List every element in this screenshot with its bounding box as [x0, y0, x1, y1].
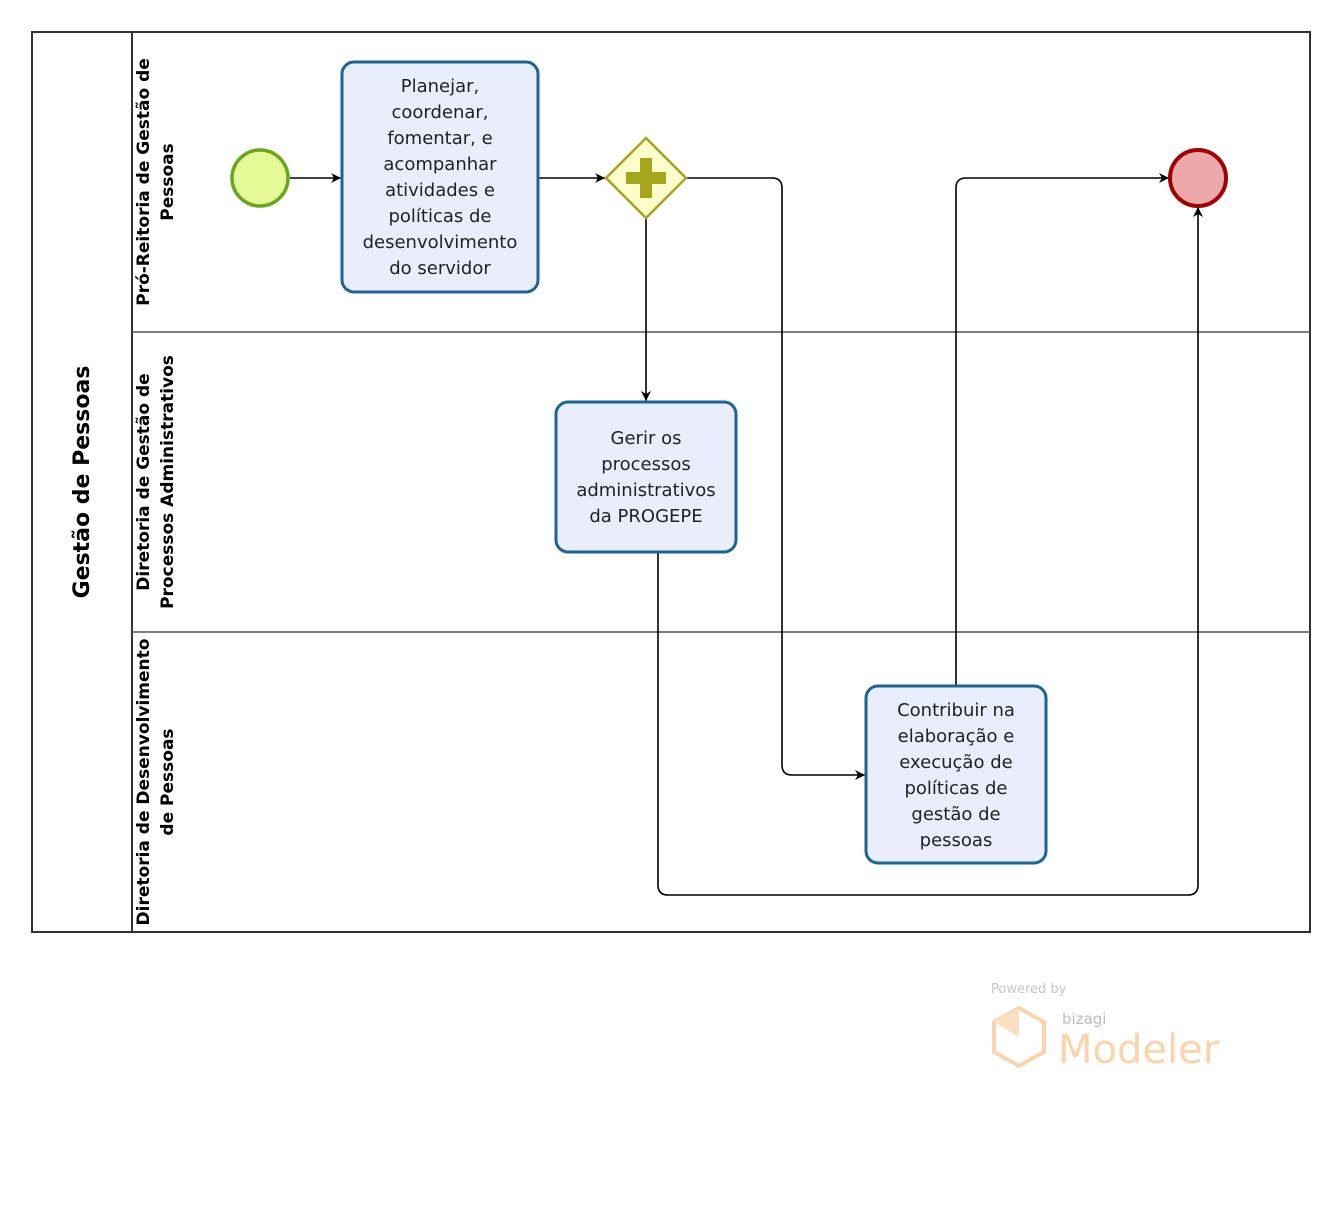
text-line: Pessoas: [158, 143, 178, 221]
text-line: de Pessoas: [158, 728, 178, 835]
text-line: administrativos: [576, 480, 715, 501]
text-line: do servidor: [389, 258, 491, 279]
text-line: desenvolvimento: [363, 232, 518, 253]
text-line: acompanhar: [383, 154, 497, 175]
task-planejar[interactable]: Planejar, coordenar, fomentar, e acompanhar…: [340, 60, 540, 294]
text-line: Processos Administrativos: [158, 355, 178, 609]
start-event[interactable]: [230, 148, 290, 208]
pool-title: Gestão de Pessoas: [70, 366, 95, 599]
brand-text: bizagi: [1062, 1010, 1106, 1028]
powered-by-text: Powered by: [991, 982, 1067, 997]
text-line: da PROGEPE: [589, 506, 702, 527]
text-line: elaboração e: [898, 726, 1015, 747]
text-line: Diretoria de Desenvolvimento: [134, 639, 154, 926]
text-line: políticas de: [904, 778, 1007, 799]
task-label: Contribuir na elaboração e execução de polí…: [897, 700, 1015, 851]
flow-gateway-to-task3[interactable]: [686, 177, 865, 780]
text-line: pessoas: [920, 830, 993, 851]
text-line: gestão de: [911, 804, 1000, 825]
text-line: execução de: [899, 752, 1012, 773]
text-line: políticas de: [388, 206, 491, 227]
plus-icon: [626, 158, 666, 198]
bizagi-logo-icon: [992, 1005, 1046, 1069]
text-line: processos: [601, 454, 691, 475]
text-line: Contribuir na: [897, 700, 1015, 721]
product-text: Modeler: [1058, 1027, 1220, 1073]
text-line: atividades e: [385, 180, 495, 201]
task-label: Planejar, coordenar, fomentar, e acompanhar…: [363, 76, 518, 279]
task-gerir-processos[interactable]: Gerir os processos administrativos da PROGE…: [554, 400, 738, 554]
text-line: fomentar, e: [387, 128, 492, 149]
end-event[interactable]: [1168, 148, 1228, 208]
text-line: Diretoria de Gestão de: [134, 373, 154, 590]
task-label: Gerir os processos administrativos da PROGE…: [576, 428, 715, 527]
bizagi-watermark: Powered by bizagi Modeler: [991, 982, 1220, 1073]
text-line: Planejar,: [401, 76, 480, 97]
flow-task3-to-end[interactable]: [955, 173, 1169, 686]
flow-task2-to-end[interactable]: [657, 207, 1203, 896]
task-contribuir[interactable]: Contribuir na elaboração e execução de polí…: [864, 684, 1048, 865]
parallel-gateway[interactable]: [604, 136, 688, 220]
text-line: Gerir os: [611, 428, 682, 449]
text-line: Pró-Reitoria de Gestão de: [134, 58, 154, 306]
text-line: coordenar,: [391, 102, 488, 123]
